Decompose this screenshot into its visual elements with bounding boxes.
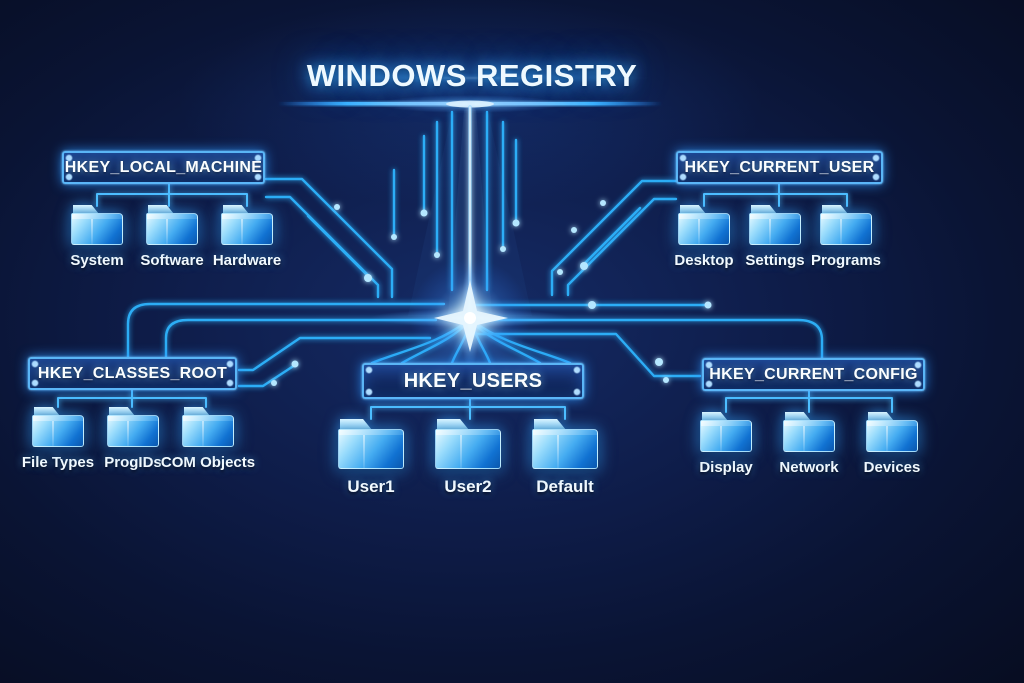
- folder-label: Settings: [745, 252, 805, 269]
- folder-icon: [866, 412, 918, 452]
- folder-label: Devices: [863, 459, 921, 476]
- folder-icon: [435, 419, 501, 469]
- folder-label: ProgIDs: [104, 454, 162, 471]
- folder-icon: [783, 412, 835, 452]
- folder-row: Display Network Devices: [699, 412, 921, 476]
- folder-icon: [71, 205, 123, 245]
- key-label: HKEY_CLASSES_ROOT: [37, 364, 228, 382]
- folder-label: Programs: [810, 252, 882, 269]
- key-box-hkey-current-user: HKEY_CURRENT_USER: [676, 151, 883, 184]
- trace-node-dots: [271, 200, 712, 386]
- folder-icon: [107, 407, 159, 447]
- folder-label: Network: [779, 459, 839, 476]
- folder-item: ProgIDs: [104, 407, 162, 471]
- key-label: HKEY_USERS: [403, 369, 543, 392]
- folder-icon: [700, 412, 752, 452]
- key-label: HKEY_CURRENT_CONFIG: [709, 365, 918, 383]
- folder-item: Devices: [863, 412, 921, 476]
- folder-icon: [32, 407, 84, 447]
- page-title: WINDOWS REGISTRY: [306, 58, 638, 93]
- key-box-hkey-local-machine: HKEY_LOCAL_MACHINE: [62, 151, 265, 184]
- folder-label: File Types: [21, 454, 95, 471]
- folder-item: User1: [338, 419, 404, 497]
- key-box-hkey-classes-root: HKEY_CLASSES_ROOT: [28, 357, 237, 390]
- folder-icon: [678, 205, 730, 245]
- folder-icon: [749, 205, 801, 245]
- folder-item: User2: [435, 419, 501, 497]
- folder-label: Software: [140, 252, 204, 269]
- key-label: HKEY_CURRENT_USER: [684, 158, 875, 176]
- folder-row: System Software Hardware: [70, 205, 281, 269]
- starburst-icon: [370, 258, 570, 378]
- folder-item: Settings: [745, 205, 805, 269]
- folder-item: Hardware: [213, 205, 281, 269]
- folder-label: Hardware: [212, 252, 282, 269]
- folder-icon: [182, 407, 234, 447]
- folder-label: User1: [347, 477, 395, 496]
- folder-item: Default: [532, 419, 598, 497]
- trace-lines: [126, 105, 824, 388]
- folder-label: Default: [536, 477, 594, 496]
- hive-folder-connectors: [57, 183, 893, 420]
- folder-item: System: [70, 205, 124, 269]
- folder-label: Display: [699, 459, 753, 476]
- folder-label: COM Objects: [160, 454, 256, 471]
- folder-label: Desktop: [674, 252, 734, 269]
- folder-item: Network: [779, 412, 839, 476]
- folder-row: User1 User2 Default: [338, 419, 598, 497]
- key-box-hkey-current-config: HKEY_CURRENT_CONFIG: [702, 358, 925, 391]
- folder-item: Display: [699, 412, 753, 476]
- folder-item: File Types: [22, 407, 94, 471]
- key-label: HKEY_LOCAL_MACHINE: [64, 158, 263, 176]
- folder-label: User2: [444, 477, 492, 496]
- folder-icon: [221, 205, 273, 245]
- folder-row: Desktop Settings Programs: [674, 205, 881, 269]
- folder-row: File Types ProgIDs COM Objects: [22, 407, 255, 471]
- key-box-hkey-users: HKEY_USERS: [362, 363, 584, 399]
- folder-icon: [338, 419, 404, 469]
- title-underline: [278, 73, 662, 113]
- folder-item: Programs: [811, 205, 881, 269]
- folder-item: Software: [140, 205, 204, 269]
- folder-label: System: [70, 252, 124, 269]
- folder-item: Desktop: [674, 205, 734, 269]
- folder-icon: [146, 205, 198, 245]
- folder-item: COM Objects: [161, 407, 255, 471]
- folder-icon: [532, 419, 598, 469]
- folder-icon: [820, 205, 872, 245]
